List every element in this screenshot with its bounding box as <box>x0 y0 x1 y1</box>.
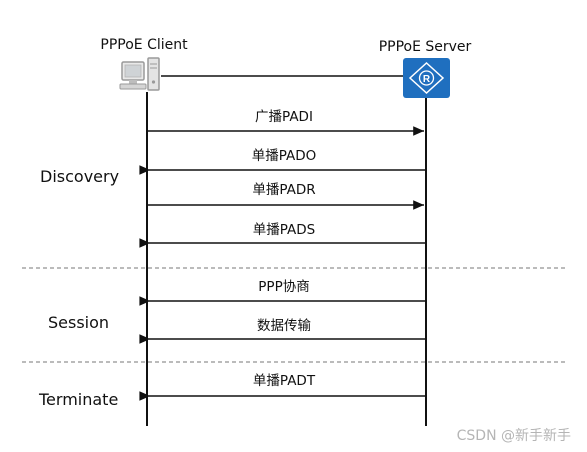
message-label: 单播PADR <box>252 182 315 198</box>
message-ppp-negotiation: PPP协商 <box>139 279 425 306</box>
message-padr: 单播PADR <box>148 182 424 210</box>
svg-text:R: R <box>423 74 431 85</box>
message-padt: 单播PADT <box>139 373 425 401</box>
watermark: CSDN @新手新手 <box>457 428 571 444</box>
phase-label-session: Session <box>48 313 109 332</box>
message-label: 广播PADI <box>255 109 313 125</box>
phase-label-discovery: Discovery <box>40 167 119 186</box>
server-label: PPPoE Server <box>379 39 472 55</box>
phase-label-terminate: Terminate <box>38 390 118 409</box>
message-label: PPP协商 <box>258 279 309 295</box>
message-label: 单播PADS <box>253 222 315 238</box>
router-icon: R <box>403 58 450 98</box>
message-label: 数据传输 <box>257 318 311 334</box>
message-pads: 单播PADS <box>139 222 425 248</box>
client-label: PPPoE Client <box>100 37 188 53</box>
computer-icon <box>119 57 160 91</box>
message-pado: 单播PADO <box>139 148 425 175</box>
message-data-transfer: 数据传输 <box>139 318 425 344</box>
message-padi: 广播PADI <box>148 109 424 136</box>
message-label: 单播PADO <box>252 148 317 164</box>
message-label: 单播PADT <box>253 373 316 389</box>
